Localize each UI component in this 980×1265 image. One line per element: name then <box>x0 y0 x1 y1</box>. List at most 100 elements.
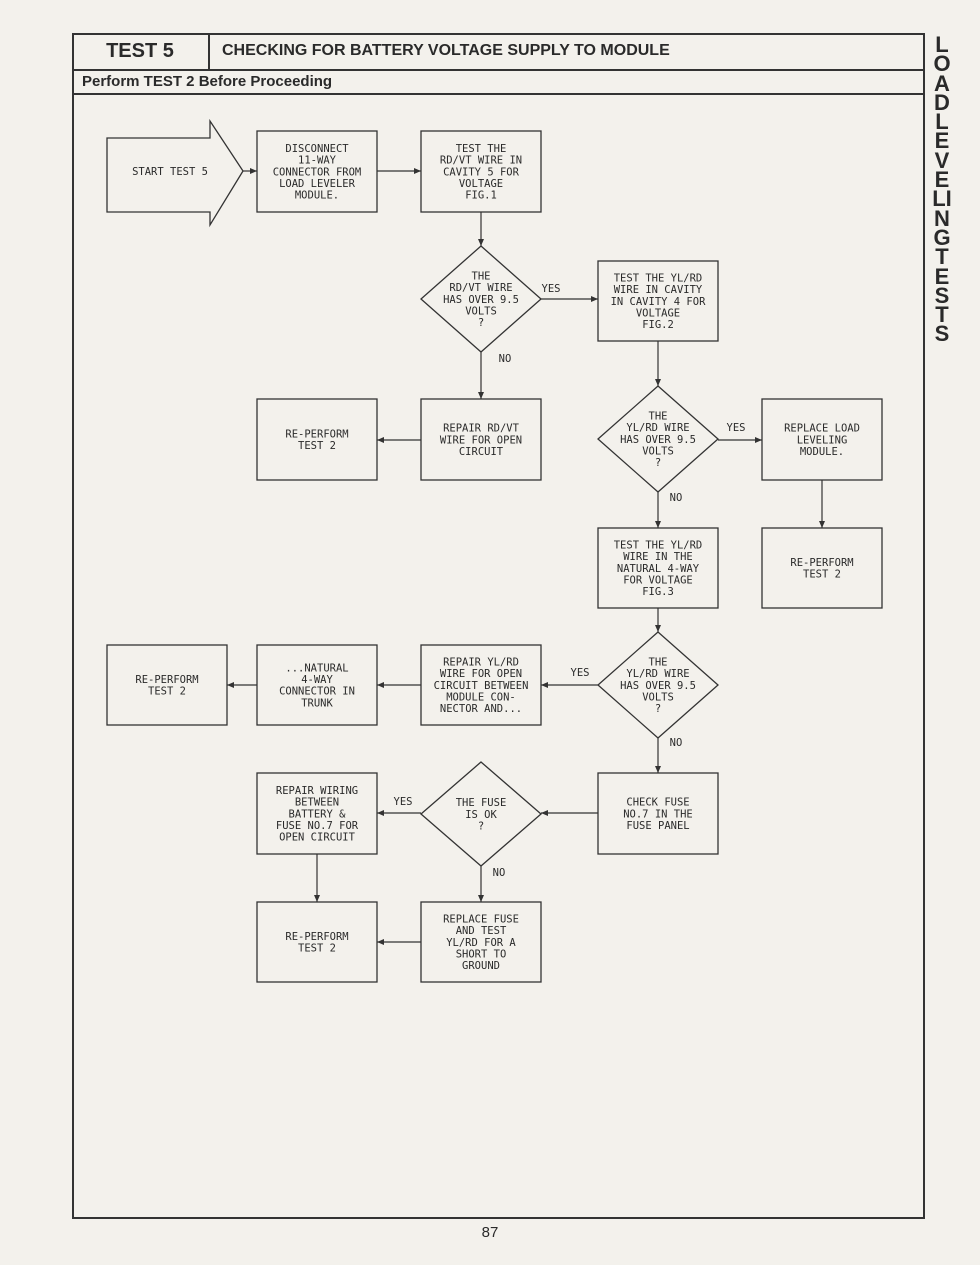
node-text-line: IN CAVITY 4 FOR <box>611 296 707 308</box>
process-box <box>256 130 378 213</box>
yes-label: YES <box>727 422 746 434</box>
node-text-line: CONNECTOR IN <box>279 686 355 698</box>
node-text-line: RE-PERFORM <box>790 557 853 569</box>
no-label: NO <box>499 353 512 365</box>
node-text-line: BATTERY & <box>289 808 347 820</box>
node-text-line: WIRE IN CAVITY <box>614 284 703 296</box>
decision-diamond <box>420 761 542 867</box>
decision-diamond <box>597 385 719 493</box>
node-text-line: WIRE IN THE <box>623 551 693 563</box>
process-box <box>597 772 719 855</box>
node-text-line: IS OK <box>465 809 497 821</box>
node-text-line: MODULE. <box>800 446 844 458</box>
no-label: NO <box>670 737 683 749</box>
node-text-line: 11-WAY <box>298 155 337 167</box>
node-text-line: CHECK FUSE <box>626 797 689 809</box>
page-frame <box>72 33 925 1219</box>
no-label: NO <box>493 867 506 879</box>
node-text-line: LEVELING <box>797 434 848 446</box>
node-text-line: TEST THE <box>456 143 507 155</box>
node-text-line: MODULE. <box>295 190 339 202</box>
no-label: NO <box>670 492 683 504</box>
node-text-line: OPEN CIRCUIT <box>279 832 356 844</box>
process-box <box>106 644 228 726</box>
node-text-line: REPLACE FUSE <box>443 913 519 925</box>
node-text-line: YL/RD WIRE <box>626 668 689 680</box>
node-text-line: YL/RD WIRE <box>626 422 689 434</box>
node-text-line: ? <box>655 457 661 469</box>
node-text-line: TEST THE YL/RD <box>614 539 703 551</box>
node-text-line: YL/RD FOR A <box>446 937 516 949</box>
node-text-line: TRUNK <box>301 697 333 709</box>
test-number-label: TEST 5 <box>72 33 210 69</box>
yes-label: YES <box>571 667 590 679</box>
process-box <box>597 527 719 609</box>
node-text-line: TEST THE YL/RD <box>614 272 703 284</box>
node-text-line: CAVITY 5 FOR <box>443 166 520 178</box>
page-number: 87 <box>481 1224 499 1241</box>
node-text-line: REPLACE LOAD <box>784 423 860 435</box>
node-text-line: ? <box>655 703 661 715</box>
prerequisite-note: Perform TEST 2 Before Proceeding <box>82 73 333 90</box>
process-box <box>761 398 883 481</box>
node-text-line: FUSE NO.7 FOR <box>276 820 359 832</box>
node-text-line: BETWEEN <box>295 797 339 809</box>
node-text-line: RD/VT WIRE IN <box>440 155 522 167</box>
decision-diamond <box>597 631 719 739</box>
node-text-line: WIRE FOR OPEN <box>440 434 522 446</box>
node-text-line: VOLTS <box>642 446 674 458</box>
node-text-line: FOR VOLTAGE <box>623 575 693 587</box>
node-text-line: NECTOR AND... <box>440 703 522 715</box>
process-box <box>761 527 883 609</box>
node-text-line: TEST 2 <box>803 569 841 581</box>
subheader-row: Perform TEST 2 Before Proceeding <box>72 71 925 95</box>
node-text-line: SHORT TO <box>456 949 507 961</box>
process-box <box>256 901 378 983</box>
node-text-line: RE-PERFORM <box>285 931 348 943</box>
node-text-line: REPAIR WIRING <box>276 785 358 797</box>
process-box <box>256 644 378 726</box>
node-text-line: FIG.3 <box>642 586 674 598</box>
header-row: TEST 5 CHECKING FOR BATTERY VOLTAGE SUPP… <box>72 33 925 71</box>
side-section-title: LOAD LEVELING TESTS <box>932 32 952 347</box>
process-box <box>420 644 542 726</box>
node-text-line: TEST 2 <box>148 686 186 698</box>
node-text-line: RE-PERFORM <box>285 428 348 440</box>
node-text-line: THE FUSE <box>456 797 507 809</box>
node-text-line: REPAIR YL/RD <box>443 656 519 668</box>
node-text-line: RD/VT WIRE <box>449 282 512 294</box>
node-text-line: VOLTAGE <box>459 178 503 190</box>
test-title: CHECKING FOR BATTERY VOLTAGE SUPPLY TO M… <box>222 42 670 59</box>
process-box <box>256 398 378 481</box>
node-text-line: ? <box>478 821 484 833</box>
node-start: START TEST 5 <box>106 118 244 228</box>
node-text-line: THE <box>649 410 668 422</box>
node-text-line: CONNECTOR FROM <box>273 166 362 178</box>
yes-label: YES <box>394 796 413 808</box>
node-text-line: TEST 2 <box>298 440 336 452</box>
node-text-line: VOLTS <box>465 306 497 318</box>
start-arrow-shape <box>106 118 244 228</box>
node-text-line: HAS OVER 9.5 <box>620 434 696 446</box>
node-text-line: FIG.2 <box>642 319 674 331</box>
node-text-line: CIRCUIT BETWEEN <box>434 680 529 692</box>
node-text-line: NATURAL 4-WAY <box>617 563 700 575</box>
yes-label: YES <box>542 283 561 295</box>
process-box <box>420 398 542 481</box>
